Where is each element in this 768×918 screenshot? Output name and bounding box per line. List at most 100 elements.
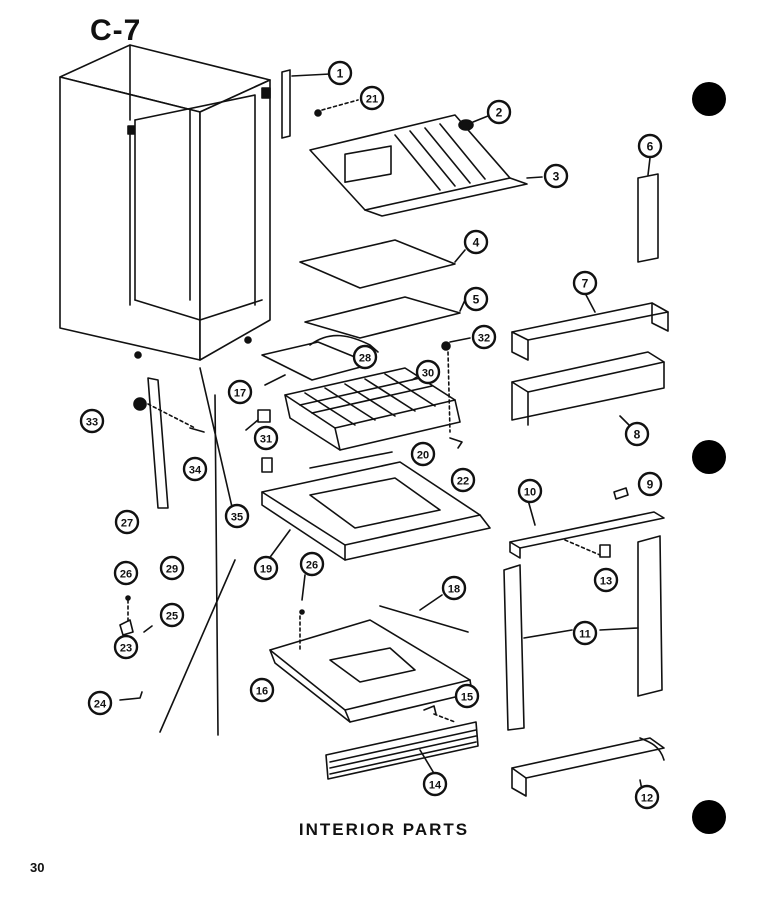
- part-25-screw: [143, 625, 153, 633]
- part-29-long-rod: [214, 394, 219, 736]
- callout-33: 33: [79, 408, 105, 434]
- callout-circle: [253, 555, 279, 581]
- callout-circle: [450, 467, 476, 493]
- callout-number: 22: [457, 476, 469, 488]
- part-20-rod: [309, 451, 393, 469]
- part-18-wire: [379, 605, 469, 633]
- callout-20: 20: [410, 441, 436, 467]
- part-7-door-shelf: [511, 302, 669, 361]
- callout-5: 5: [463, 286, 489, 312]
- callout-circle: [224, 503, 250, 529]
- part-33-cap: [133, 397, 147, 411]
- part-34-screw: [189, 427, 205, 433]
- callout-circle: [253, 425, 279, 451]
- part-6-trim-strip: [637, 173, 659, 263]
- part-11-door-liner-right: [637, 535, 663, 697]
- part-21-screw: [314, 109, 322, 117]
- callout-number: 3: [553, 170, 560, 184]
- callout-circle: [517, 478, 543, 504]
- callout-number: 1: [337, 67, 344, 81]
- callout-number: 26: [120, 569, 132, 581]
- binder-hole-bottom: [692, 800, 726, 834]
- callout-circle: [634, 784, 660, 810]
- callout-2: 2: [486, 99, 512, 125]
- callout-7: 7: [572, 270, 598, 296]
- part-30-evaporator: [284, 367, 461, 451]
- callout-circle: [359, 85, 385, 111]
- callout-number: 27: [121, 518, 133, 530]
- callout-circle: [410, 441, 436, 467]
- callout-28: 28: [352, 344, 378, 370]
- callout-4: 4: [463, 229, 489, 255]
- callout-number: 4: [473, 236, 480, 250]
- callout-35: 35: [224, 503, 250, 529]
- part-11-door-liner-left: [503, 564, 525, 731]
- callout-16: 16: [249, 677, 275, 703]
- part-35-bracket: [261, 457, 273, 473]
- part-23-clip: [119, 619, 134, 636]
- callout-circle: [422, 771, 448, 797]
- callout-circle: [182, 456, 208, 482]
- callout-number: 9: [647, 478, 654, 492]
- callout-number: 6: [647, 140, 654, 154]
- part-1-bracket: [281, 69, 291, 139]
- callout-34: 34: [182, 456, 208, 482]
- callout-11: 11: [572, 620, 598, 646]
- callout-circle: [299, 551, 325, 577]
- diagram-caption: INTERIOR PARTS: [298, 820, 470, 839]
- part-9-clip: [613, 487, 629, 500]
- callout-circle: [114, 509, 140, 535]
- callout-number: 14: [429, 780, 442, 792]
- part-28-wire: [309, 334, 379, 353]
- callout-22: 22: [450, 467, 476, 493]
- callout-number: 12: [641, 793, 653, 805]
- callout-circle: [79, 408, 105, 434]
- callout-number: 35: [231, 512, 243, 524]
- callout-number: 26: [306, 560, 318, 572]
- part-15-clip: [423, 705, 437, 715]
- callout-27: 27: [114, 509, 140, 535]
- callout-circle: [327, 60, 353, 86]
- part-27-vertical-trim: [147, 377, 169, 509]
- callout-number: 8: [634, 428, 641, 442]
- part-24-hook: [119, 691, 143, 701]
- callout-number: 20: [417, 450, 429, 462]
- callout-26: 26: [299, 551, 325, 577]
- callout-9: 9: [637, 471, 663, 497]
- callout-circle: [454, 683, 480, 709]
- callout-number: 18: [448, 584, 460, 596]
- callout-circle: [572, 620, 598, 646]
- callout-circle: [463, 229, 489, 255]
- callout-23: 23: [113, 634, 139, 660]
- callout-circle: [159, 555, 185, 581]
- callout-circle: [624, 421, 650, 447]
- callout-circle: [415, 359, 441, 385]
- part-3-top-shelf: [309, 114, 528, 217]
- callout-circle: [113, 560, 139, 586]
- callout-number: 5: [473, 293, 480, 307]
- part-5-panel: [304, 296, 461, 339]
- callout-number: 19: [260, 564, 272, 576]
- callout-15: 15: [454, 683, 480, 709]
- part-19-drip-tray: [261, 461, 491, 561]
- callout-number: 11: [579, 629, 591, 641]
- callout-19: 19: [253, 555, 279, 581]
- callout-number: 33: [86, 417, 98, 429]
- callout-circle: [637, 133, 663, 159]
- callout-number: 21: [366, 94, 378, 106]
- part-26-screw-center: [299, 609, 305, 615]
- callout-circle: [463, 286, 489, 312]
- callout-31: 31: [253, 425, 279, 451]
- callout-25: 25: [159, 602, 185, 628]
- binder-hole-top: [692, 82, 726, 116]
- callout-24: 24: [87, 690, 113, 716]
- cabinet-shell: [59, 44, 271, 361]
- part-8-door-bin: [511, 351, 665, 426]
- callout-14: 14: [422, 771, 448, 797]
- callout-number: 10: [524, 487, 536, 499]
- part-13-clip: [599, 544, 611, 558]
- callout-circle: [87, 690, 113, 716]
- part-12-door-shelf-bottom: [511, 737, 665, 797]
- part-4-panel: [299, 239, 456, 289]
